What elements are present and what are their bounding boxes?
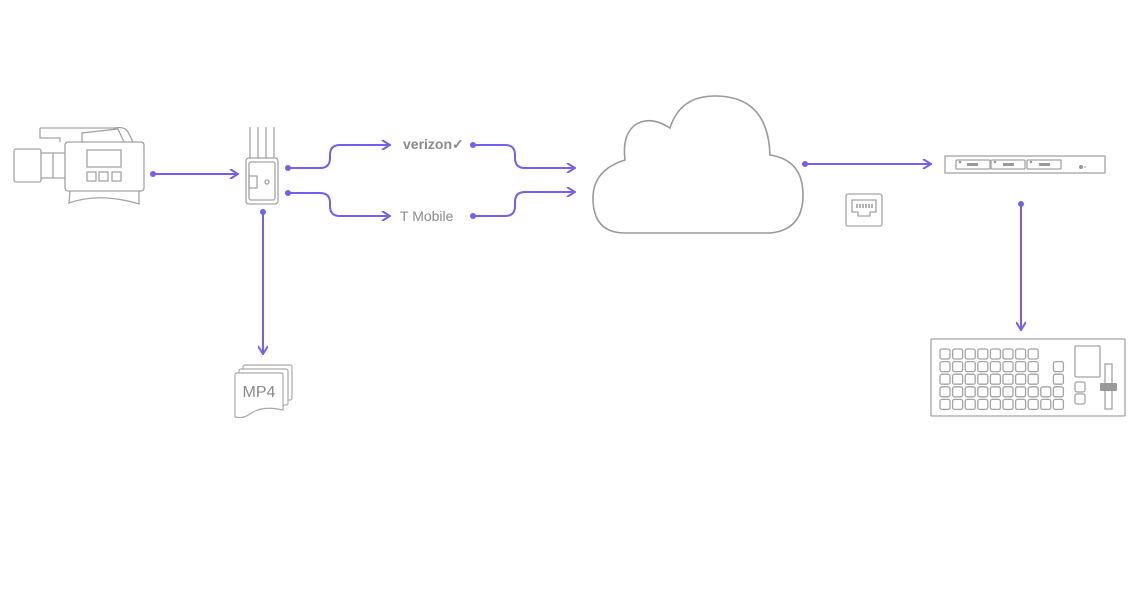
switcher-key (951, 386, 964, 398)
switcher-key (1052, 373, 1065, 385)
flow-server-to-switcher (1018, 201, 1024, 331)
flow-encoder-to-tmobile (285, 190, 391, 216)
flow-encoder-to-verizon (285, 145, 391, 171)
switcher-key (1052, 386, 1065, 398)
cellular-bonding-device-icon (245, 127, 279, 205)
switcher-key (1014, 348, 1027, 360)
switcher-key (939, 348, 951, 360)
cloud-icon (592, 95, 804, 234)
switcher-key (1027, 398, 1039, 411)
switcher-key (1002, 386, 1014, 398)
switcher-key (1027, 360, 1039, 373)
switcher-key (977, 373, 989, 385)
switcher-key (939, 373, 951, 385)
switcher-key (939, 398, 951, 411)
switcher-key (989, 373, 1002, 385)
switcher-key (1002, 348, 1014, 360)
switcher-key (951, 360, 964, 373)
switcher-key (1027, 373, 1039, 385)
switcher-key (1040, 398, 1052, 411)
switcher-key (989, 348, 1002, 360)
switcher-key (1027, 348, 1039, 360)
switcher-key (939, 360, 951, 373)
switcher-key (1052, 398, 1065, 411)
mp4-label: MP4 (243, 384, 276, 401)
flow-cloud-to-server (802, 161, 932, 167)
verizon-logo: verizon✓ (403, 136, 464, 152)
switcher-key (977, 398, 989, 411)
switcher-key (1002, 373, 1014, 385)
switcher-key (977, 360, 989, 373)
switcher-key (1002, 360, 1014, 373)
switcher-key (951, 373, 964, 385)
flow-encoder-to-recording (260, 209, 266, 355)
switcher-key (951, 348, 964, 360)
ethernet-port-icon (845, 193, 883, 227)
flow-tmobile-to-cloud (470, 192, 576, 219)
switcher-key (977, 348, 989, 360)
switcher-key (1014, 373, 1027, 385)
switcher-key (989, 386, 1002, 398)
switcher-key (964, 348, 976, 360)
switcher-key (964, 360, 976, 373)
switcher-key (951, 398, 964, 411)
mp4-files-icon: MP4 (234, 364, 293, 419)
switcher-key (1002, 398, 1014, 411)
video-camera-icon (13, 126, 145, 205)
switcher-key (1014, 360, 1027, 373)
switcher-key (1052, 360, 1065, 373)
switcher-key (964, 398, 976, 411)
flow-verizon-to-cloud (470, 142, 576, 168)
switcher-key (989, 398, 1002, 411)
rack-server-icon (944, 155, 1106, 174)
switcher-key (989, 360, 1002, 373)
switcher-key (1027, 386, 1039, 398)
production-switcher-icon (930, 338, 1126, 417)
switcher-key (1014, 386, 1027, 398)
switcher-key (964, 386, 976, 398)
tmobile-logo: T Mobile (400, 208, 454, 224)
switcher-key (1040, 386, 1052, 398)
switcher-key (977, 386, 989, 398)
flow-camera-to-encoder (150, 171, 239, 177)
switcher-key (1014, 398, 1027, 411)
switcher-key (939, 386, 951, 398)
switcher-key (964, 373, 976, 385)
